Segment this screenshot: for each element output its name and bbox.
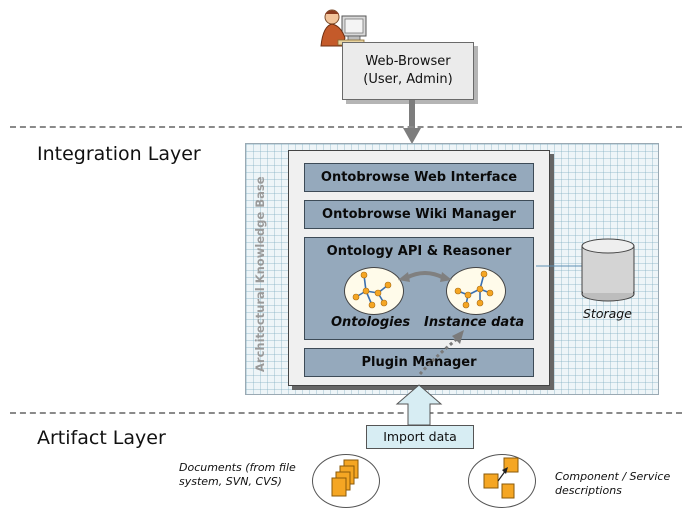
plugin-manager-box: Plugin Manager bbox=[304, 348, 534, 377]
plugin-to-instance-arrow bbox=[418, 330, 464, 375]
ontologies-label: Ontologies bbox=[331, 315, 411, 330]
knowledge-base-label: Architectural Knowledge Base bbox=[253, 176, 267, 373]
user-at-computer-icon bbox=[320, 9, 367, 47]
documents-caption-line2: system, SVN, CVS) bbox=[179, 475, 282, 488]
storage-cylinder-icon bbox=[581, 238, 635, 302]
artifact-layer-label: Artifact Layer bbox=[37, 427, 166, 449]
web-interface-box: Ontobrowse Web Interface bbox=[304, 163, 534, 192]
documents-caption: Documents (from file system, SVN, CVS) bbox=[179, 461, 296, 489]
ontology-api-box: Ontology API & Reasoner bbox=[304, 237, 534, 340]
instance-graph-icon bbox=[454, 270, 494, 309]
storage-label: Storage bbox=[583, 306, 632, 321]
storage-connector bbox=[536, 265, 582, 267]
components-caption: Component / Service descriptions bbox=[555, 470, 670, 498]
documents-caption-line1: Documents (from file bbox=[179, 461, 296, 474]
browser-to-interface-arrow bbox=[403, 100, 421, 144]
ontology-graph-icon bbox=[352, 271, 392, 309]
web-browser-box: Web-Browser (User, Admin) bbox=[342, 42, 474, 100]
ontology-api-title: Ontology API & Reasoner bbox=[326, 244, 512, 259]
instance-data-label: Instance data bbox=[424, 315, 525, 330]
documents-stack-icon bbox=[331, 459, 359, 497]
ontology-instance-arrow bbox=[398, 271, 452, 282]
components-caption-line2: descriptions bbox=[555, 484, 622, 497]
top-layer-separator bbox=[10, 126, 682, 128]
web-browser-title: Web-Browser bbox=[365, 54, 451, 69]
integration-layer-label: Integration Layer bbox=[37, 143, 201, 165]
components-circle bbox=[468, 454, 536, 508]
component-blocks-icon bbox=[483, 457, 519, 499]
components-caption-line1: Component / Service bbox=[555, 470, 671, 483]
import-data-box: Import data bbox=[366, 425, 474, 449]
bottom-layer-separator bbox=[10, 412, 682, 414]
import-arrow-icon bbox=[395, 384, 443, 426]
wiki-manager-box: Ontobrowse Wiki Manager bbox=[304, 200, 534, 229]
web-browser-roles: (User, Admin) bbox=[363, 72, 453, 87]
